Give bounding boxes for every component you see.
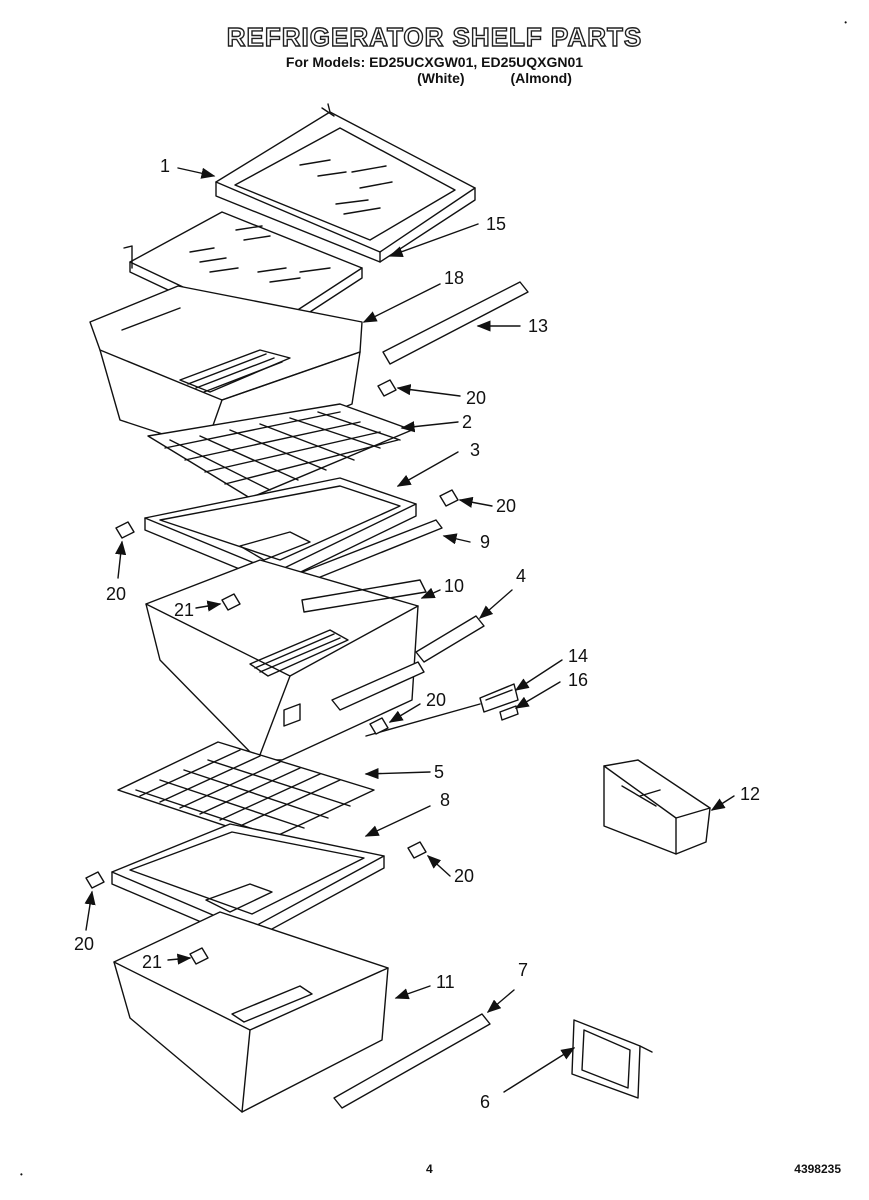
callout-7: 7 (518, 960, 528, 980)
leader-lines (84, 167, 735, 1093)
callout-18: 18 (444, 268, 464, 288)
document-number: 4398235 (794, 1162, 841, 1176)
corner-mark-bottom: • (20, 1170, 23, 1179)
callout-14: 14 (568, 646, 588, 666)
clip-parts (85, 379, 459, 965)
variant-white: (White) (417, 70, 465, 86)
model-numbers: For Models: ED25UCXGW01, ED25UQXGN01 (285, 54, 584, 70)
callout-5: 5 (434, 762, 444, 782)
callout-20-d: 20 (426, 690, 446, 710)
callout-2: 2 (462, 412, 472, 432)
part-4-rod (415, 615, 485, 663)
callout-20-b: 20 (496, 496, 516, 516)
drawer-rod (331, 661, 425, 711)
part-1-shelf (215, 103, 476, 263)
callout-20-e: 20 (454, 866, 474, 886)
callout-numbers: 1 15 18 13 20 2 3 20 9 20 21 10 4 14 16 … (74, 156, 760, 1112)
callout-13: 13 (528, 316, 548, 336)
part-6-cover (571, 1019, 653, 1099)
callout-15: 15 (486, 214, 506, 234)
callout-21-b: 21 (142, 952, 162, 972)
callout-1: 1 (160, 156, 170, 176)
callout-20-f: 20 (74, 934, 94, 954)
callout-3: 3 (470, 440, 480, 460)
part-2-wire-shelf (147, 403, 413, 499)
part-13-rod (382, 281, 529, 365)
callout-11: 11 (436, 972, 455, 992)
model-variants: (White) (Almond) (0, 70, 869, 86)
part-8-frame (111, 823, 385, 943)
part-7-rod (333, 1013, 491, 1109)
part-5-wire-shelf (117, 741, 375, 841)
callout-4: 4 (516, 566, 526, 586)
callout-20-a: 20 (466, 388, 486, 408)
page-number: 4 (426, 1162, 433, 1176)
variant-almond: (Almond) (510, 70, 572, 86)
callout-9: 9 (480, 532, 490, 552)
callout-12: 12 (740, 784, 760, 804)
part-12-bin (603, 759, 711, 855)
part-3-frame (144, 477, 417, 585)
callout-8: 8 (440, 790, 450, 810)
callout-20-c: 20 (106, 584, 126, 604)
page-title: REFRIGERATOR SHELF PARTS (226, 21, 643, 52)
part-14-16-bracket (365, 683, 519, 737)
callout-6: 6 (480, 1092, 490, 1112)
callout-21-a: 21 (174, 600, 194, 620)
corner-mark: • (844, 18, 847, 27)
header: REFRIGERATOR SHELF PARTS For Models: ED2… (0, 21, 869, 86)
callout-16: 16 (568, 670, 588, 690)
callout-10: 10 (444, 576, 464, 596)
part-11-drawer (113, 911, 389, 1113)
